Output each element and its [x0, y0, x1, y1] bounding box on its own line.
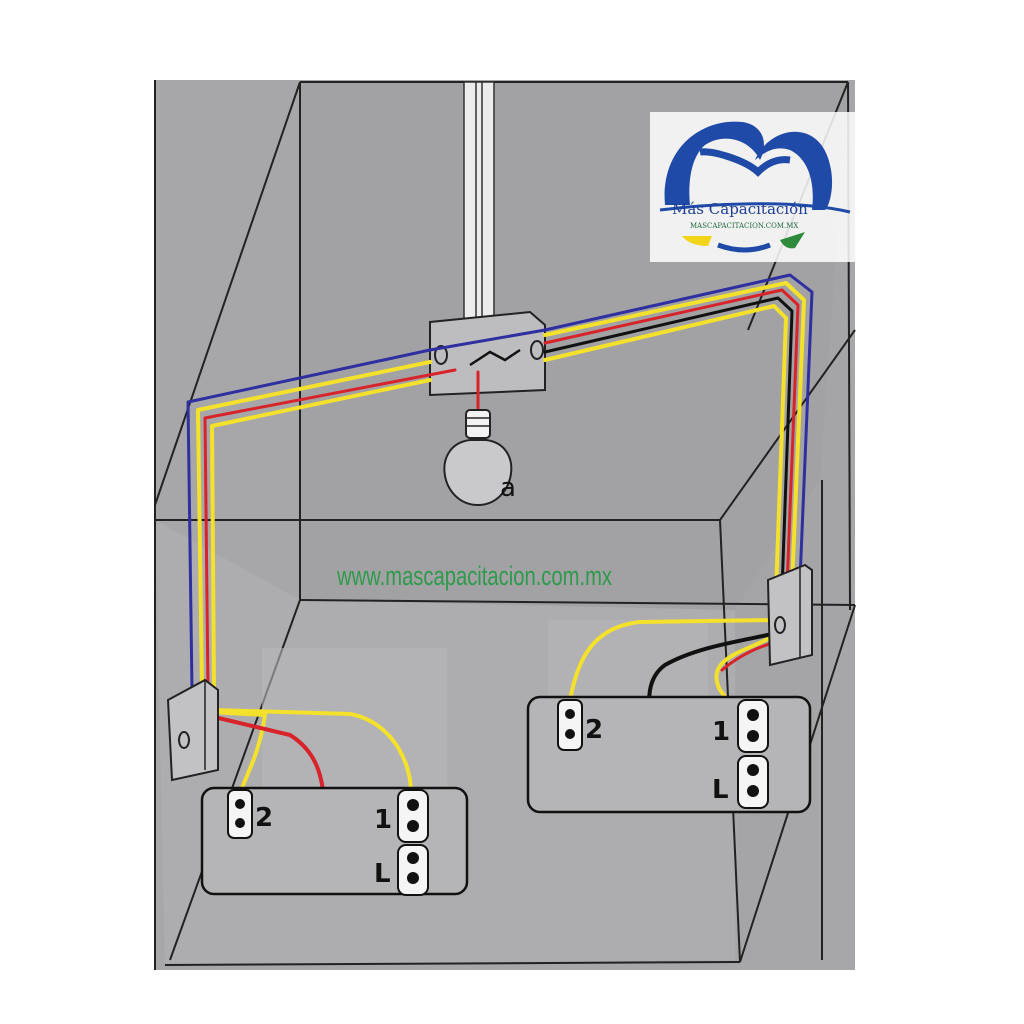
logo-green-swoosh	[780, 232, 805, 249]
logo-yellow-swoosh	[682, 236, 712, 246]
switch-right-terminal-L	[737, 755, 769, 809]
brand-logo: Más Capacitación MASCAPACITACION.COM.MX	[650, 112, 855, 262]
yellow-wire-right-outer	[543, 281, 806, 587]
switch-left: 2 1 L	[200, 786, 469, 896]
logo-underline	[659, 202, 851, 214]
logo-brand-url: MASCAPACITACION.COM.MX	[690, 222, 798, 230]
switch-right-label-L: L	[712, 775, 729, 805]
yellow-wire-left-outer	[196, 360, 432, 692]
yellow-wire-left-inner	[210, 378, 432, 694]
black-wire-right-run	[543, 296, 794, 592]
logo-blue-swoosh	[717, 242, 771, 253]
bulb-glass	[443, 439, 513, 507]
switch-right-terminal-2	[557, 699, 583, 751]
bulb-socket	[465, 409, 491, 439]
switch-right-label-2: 2	[585, 715, 603, 745]
switch-left-terminal-1	[397, 789, 429, 843]
wiring	[186, 273, 814, 854]
logo-wave	[699, 148, 791, 177]
left-wall-box	[166, 678, 219, 782]
switch-left-label-2: 2	[255, 803, 273, 833]
logo-arc-left	[664, 121, 764, 205]
lamp-label: a	[500, 473, 516, 503]
switch-right-label-1: 1	[712, 717, 730, 747]
switch-right-terminal-1	[737, 699, 769, 753]
junction-box	[429, 310, 546, 397]
ceiling-conduit	[463, 81, 495, 323]
right-wall-box	[766, 563, 813, 667]
light-bulb: a	[443, 409, 516, 507]
junction-knockout-right	[530, 340, 544, 360]
switch-left-terminal-L	[397, 844, 429, 896]
switch-right: 2 1 L	[526, 695, 812, 814]
logo-arc-right	[755, 131, 833, 210]
watermark-url: www.mascapacitacion.com.mx	[336, 561, 612, 591]
red-wire-left-run	[203, 368, 457, 692]
red-wire-right-run	[543, 288, 800, 590]
junction-splice	[469, 348, 521, 367]
yellow-wire-right-inner	[543, 304, 788, 594]
switch-left-terminal-2	[227, 789, 253, 839]
junction-knockout-left	[434, 345, 448, 365]
logo-brand-name: Más Capacitación	[672, 200, 808, 218]
switch-left-label-1: 1	[374, 805, 392, 835]
blue-wire	[186, 273, 814, 692]
switch-left-label-L: L	[374, 859, 391, 889]
switch-left-patch	[262, 648, 447, 788]
